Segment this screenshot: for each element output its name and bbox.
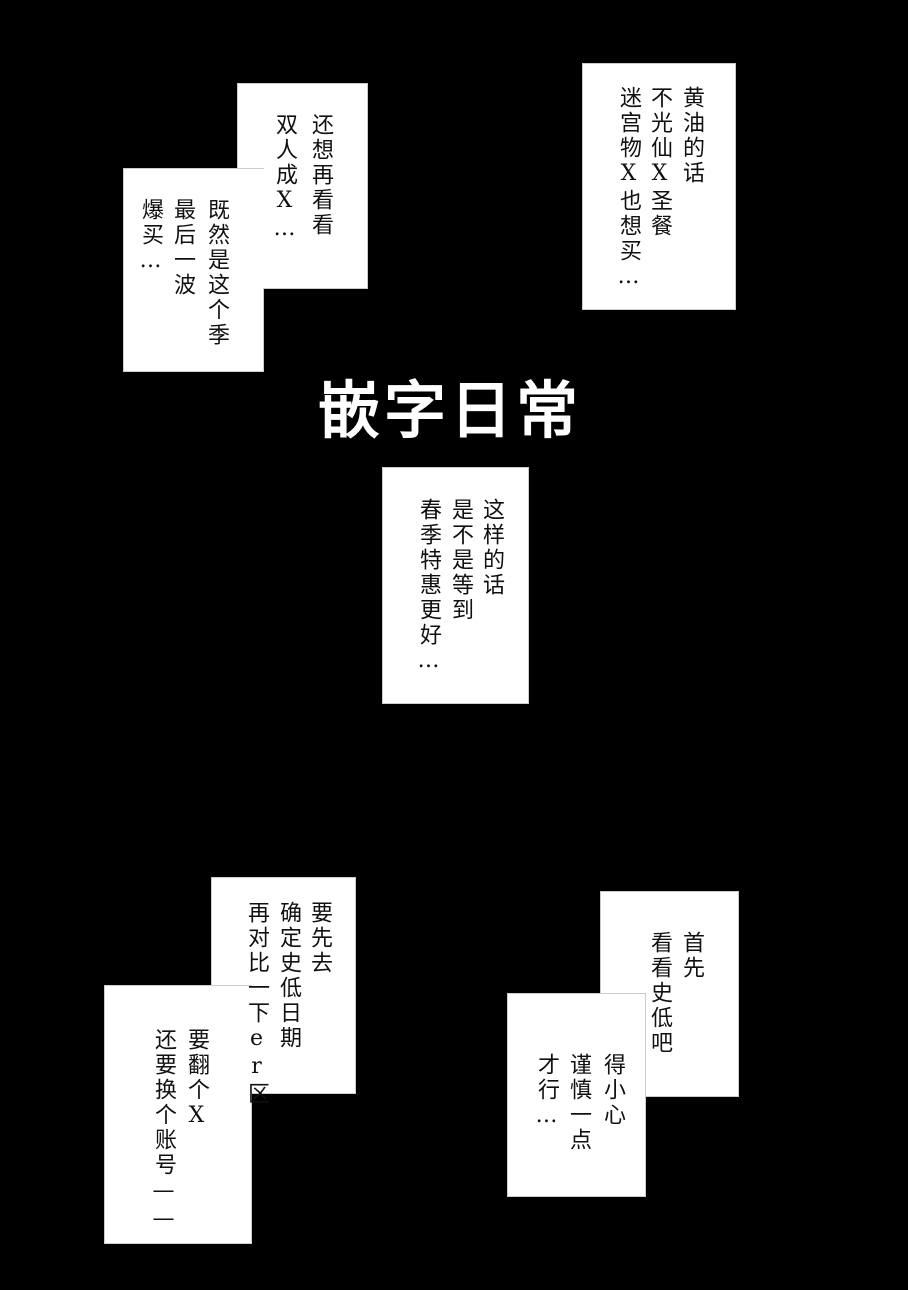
dialogue-line: 春季特惠更好… (416, 498, 441, 676)
dialogue-line: 还要换个账号—— (151, 1028, 176, 1234)
dialogue-line: 黄油的话 (679, 86, 704, 186)
speech-box-bottom-left-join (212, 986, 355, 1093)
page-title: 嵌字日常 (318, 374, 583, 447)
speech-box-center (382, 467, 529, 704)
dialogue-line: 这样的话 (479, 498, 504, 598)
dialogue-line: 谨慎一点 (566, 1053, 591, 1153)
dialogue-line: 不光仙X圣餐 (647, 86, 672, 239)
dialogue-line: 是不是等到 (448, 498, 473, 623)
dialogue-line: 要翻个X (184, 1028, 209, 1131)
dialogue-line: 再对比一下er区 (244, 901, 269, 1107)
speech-box-top-right (582, 63, 736, 310)
dialogue-line: 最后一波 (170, 198, 195, 298)
dialogue-line: 既然是这个季 (204, 198, 229, 348)
dialogue-line: 才行… (534, 1053, 559, 1131)
dialogue-line: 要先去 (307, 901, 332, 976)
dialogue-line: 得小心 (600, 1053, 625, 1128)
dialogue-line: 看看史低吧 (647, 931, 672, 1056)
dialogue-line: 还想再看看 (308, 113, 333, 238)
dialogue-line: 首先 (679, 931, 704, 981)
dialogue-line: 迷宫物X也想买… (616, 86, 641, 292)
speech-box-top-left-join (238, 169, 367, 288)
dialogue-line: 爆买… (138, 198, 163, 276)
dialogue-line: 双人成X… (272, 113, 297, 244)
speech-box-bottom-right-join (601, 994, 645, 1096)
dialogue-line: 确定史低日期 (276, 901, 301, 1051)
